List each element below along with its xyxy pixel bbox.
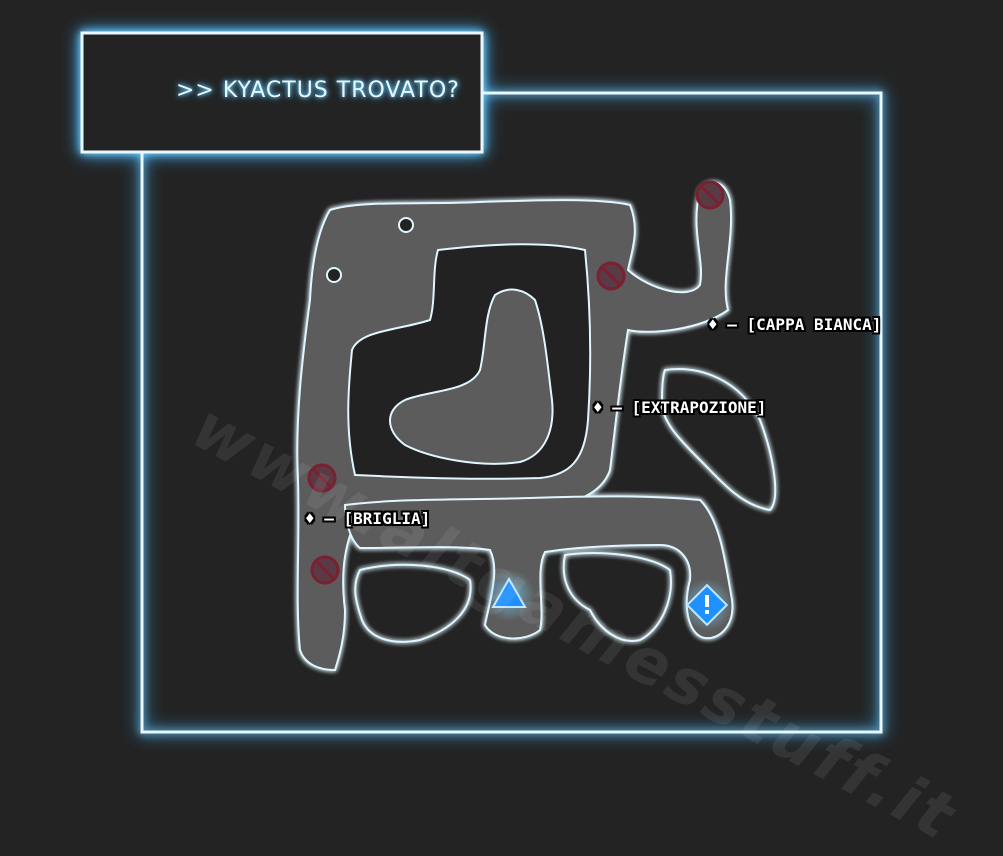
cave-corridor-bottom: [343, 495, 734, 640]
no-entry-icon: [310, 555, 340, 585]
page-title: >> KYACTUS TROVATO?: [176, 78, 460, 103]
exclamation-icon: [681, 579, 733, 631]
cave-pocket-left: [354, 563, 472, 643]
cave-paths: [296, 181, 777, 672]
cave-pocket-right: [562, 552, 672, 642]
label-extrapozione: ♦ – [EXTRAPOZIONE]: [593, 398, 767, 417]
label-briglia: ♦ – [BRIGLIA]: [305, 509, 431, 528]
map-stage: www.altgamesstuff.it >> KYACTUS TROVATO?…: [80, 31, 969, 856]
blocked-markers: [307, 180, 725, 585]
cave-pocket-east: [660, 368, 777, 512]
no-entry-icon: [307, 463, 337, 493]
map-canvas: [80, 31, 883, 734]
no-entry-icon: [596, 261, 626, 291]
cave-central-lobe: [389, 288, 554, 465]
triangle-icon: [483, 569, 535, 621]
no-entry-icon: [695, 180, 725, 210]
label-cappa-bianca: ♦ – [CAPPA BIANCA]: [708, 315, 882, 334]
map-frame: [80, 31, 883, 734]
